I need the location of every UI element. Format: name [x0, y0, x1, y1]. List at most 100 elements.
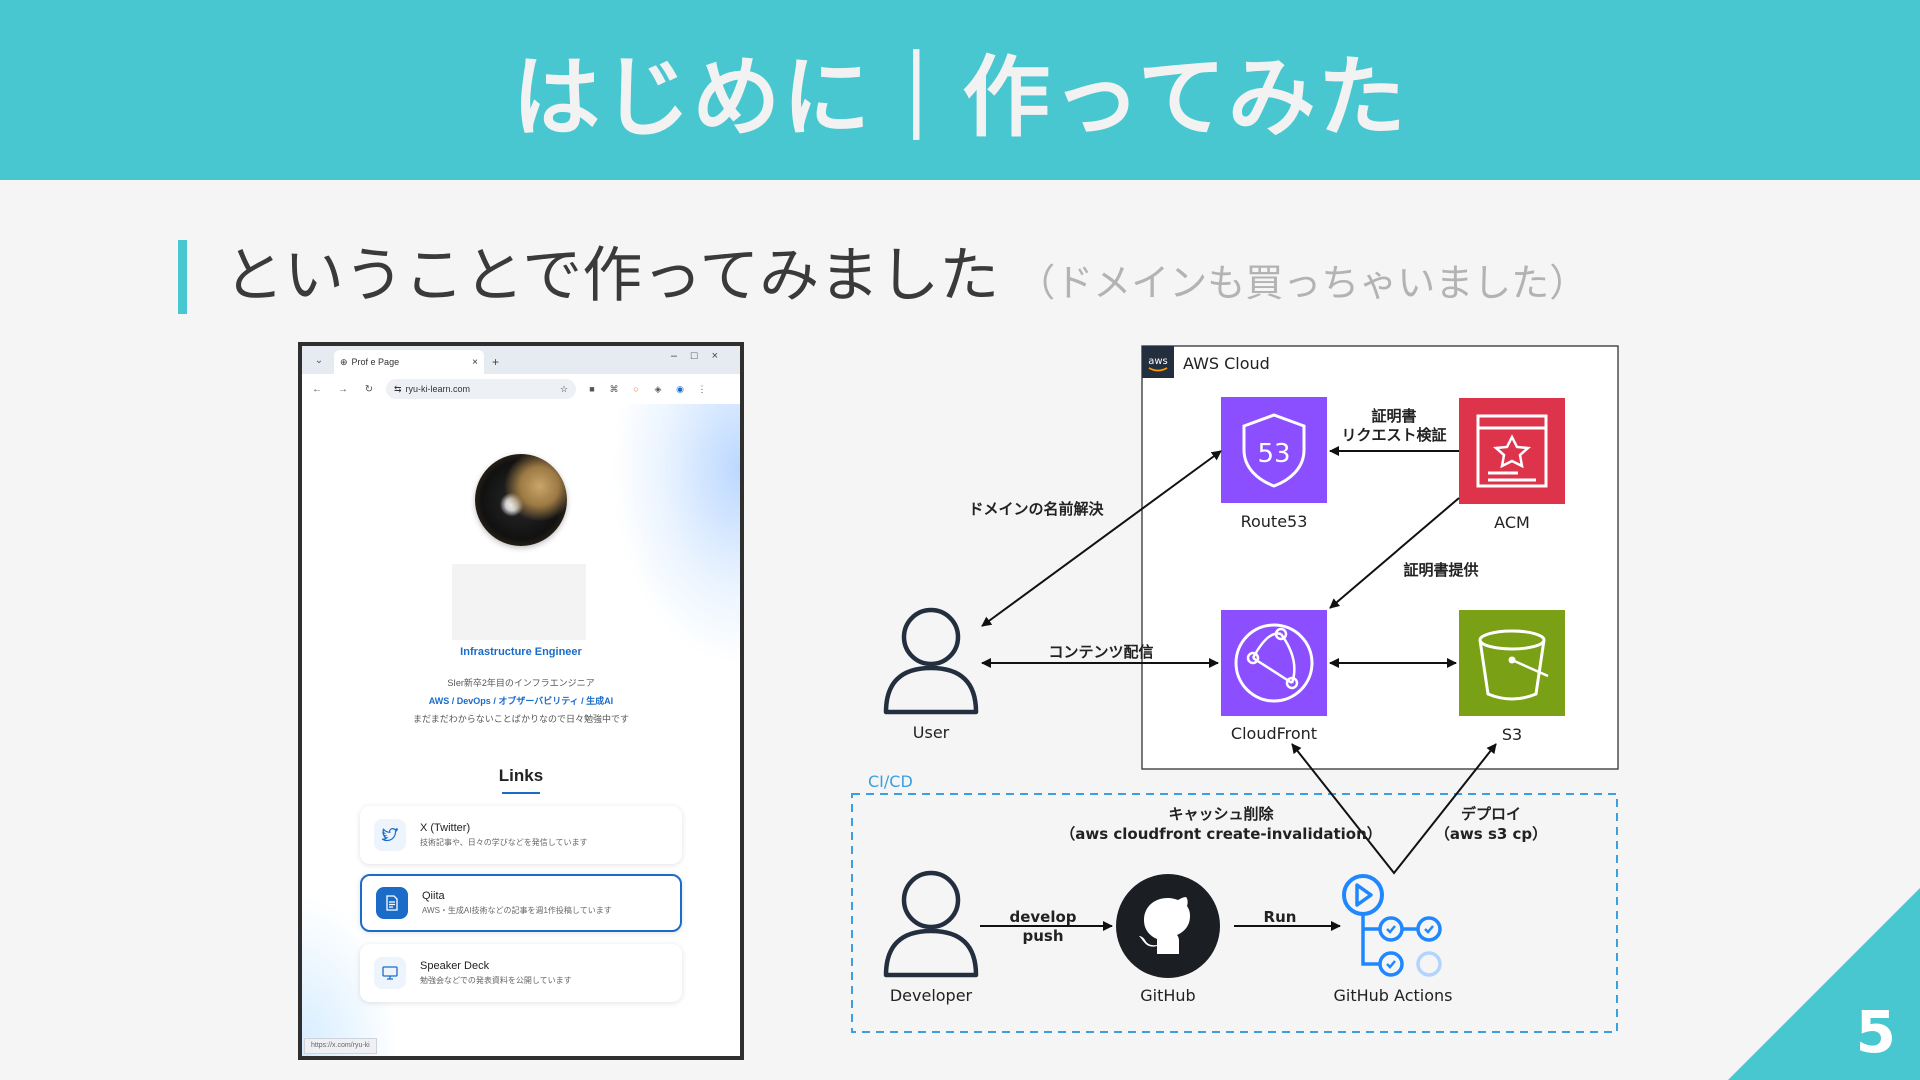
- edge-label: 証明書提供: [1403, 561, 1478, 579]
- back-icon[interactable]: ←: [312, 383, 322, 395]
- link-text: Speaker Deck 勉強会などでの発表資料を公開しています: [420, 960, 572, 986]
- reload-icon[interactable]: ↻: [364, 383, 374, 395]
- extension-icon[interactable]: ⌘: [609, 383, 619, 394]
- links-underline: [502, 792, 540, 794]
- edge-label: Run: [1264, 908, 1297, 926]
- github-actions-node: GitHub Actions: [1334, 874, 1453, 1005]
- user-icon: [901, 607, 961, 667]
- document-icon: [376, 887, 408, 919]
- browser-toolbar: ← → ↻ ⇆ ryu-ki-learn.com ☆ ■ ⌘ ○ ◈ ◉ ⋮: [302, 374, 740, 405]
- bio-line: SIer新卒2年目のインフラエンジニア: [447, 678, 595, 688]
- cicd-group: [851, 793, 1618, 1033]
- links-heading: Links: [498, 766, 544, 785]
- developer-label: Developer: [890, 986, 973, 1005]
- edge-label: push: [1022, 927, 1063, 945]
- route53-label: Route53: [1241, 512, 1308, 531]
- edge-label: リクエスト検証: [1341, 426, 1446, 444]
- github-actions-label: GitHub Actions: [1334, 986, 1453, 1005]
- bio-line: まだまだわからないことばかりなので日々勉強中です: [412, 714, 629, 724]
- browser-tab-strip: ⌄ ⊕ Prof e Page × + –□×: [302, 346, 740, 374]
- kebab-menu-icon[interactable]: ⋮: [697, 383, 707, 394]
- subtitle-note: （ドメインも買っちゃいました）: [1017, 261, 1588, 305]
- bookmark-star-icon[interactable]: ☆: [559, 383, 568, 394]
- address-bar[interactable]: ⇆ ryu-ki-learn.com ☆: [386, 379, 576, 399]
- edge-label: コンテンツ配信: [1048, 643, 1153, 661]
- globe-icon: ⊕: [340, 356, 348, 367]
- slide-title: はじめに｜作ってみた: [512, 45, 1408, 149]
- window-controls[interactable]: –□×: [670, 350, 732, 362]
- edge-label: 証明書: [1371, 407, 1416, 425]
- globe-icon: [1234, 623, 1314, 703]
- link-title: Qiita: [422, 890, 445, 902]
- edge-label: develop: [1009, 908, 1076, 926]
- cloudfront-label: CloudFront: [1231, 724, 1317, 743]
- github-label: GitHub: [1140, 986, 1195, 1005]
- aws-cloud-group: [1141, 345, 1619, 770]
- star-icon: [1492, 434, 1532, 469]
- page-number: 5: [1855, 998, 1896, 1066]
- forward-icon[interactable]: →: [338, 383, 348, 395]
- bio-line: AWS / DevOps / オブザーバビリティ / 生成AI: [428, 696, 614, 706]
- edge-label: ドメインの名前解決: [968, 500, 1104, 518]
- profile-icon[interactable]: ◉: [676, 383, 684, 394]
- browser-tab[interactable]: ⊕ Prof e Page ×: [334, 350, 484, 374]
- profile-page: Infrastructure Engineer SIer新卒2年目のインフラエン…: [302, 404, 740, 1056]
- new-tab-icon[interactable]: +: [492, 355, 500, 369]
- acm-label: ACM: [1494, 513, 1530, 532]
- link-text: Qiita AWS・生成AI技術などの記事を週1作投稿しています: [422, 890, 612, 916]
- developer-icon: [901, 870, 961, 930]
- link-card-qiita[interactable]: Qiita AWS・生成AI技術などの記事を週1作投稿しています: [360, 874, 682, 932]
- route53-badge: 53: [1257, 439, 1290, 469]
- url-text: ryu-ki-learn.com: [405, 384, 471, 394]
- site-info-icon[interactable]: ⇆: [394, 383, 402, 394]
- subtitle-main: ということで作ってみました: [224, 241, 1000, 311]
- tab-menu-icon[interactable]: ⌄: [314, 354, 324, 366]
- puzzle-icon[interactable]: ◈: [654, 383, 662, 394]
- cicd-label: CI/CD: [868, 772, 913, 791]
- tab-title: Prof e Page: [351, 357, 400, 367]
- aws-logo-icon: [1142, 346, 1174, 378]
- subtitle-accent-bar: [178, 240, 187, 314]
- link-description: AWS・生成AI技術などの記事を週1作投稿しています: [422, 906, 612, 915]
- browser-screenshot: ⌄ ⊕ Prof e Page × + –□× ← → ↻ ⇆ ryu-ki-l…: [298, 342, 744, 1060]
- monitor-icon: [374, 957, 406, 989]
- page-corner-triangle: [1728, 888, 1920, 1080]
- edge-label: デプロイ: [1461, 805, 1521, 823]
- acm-node: ACM: [1459, 398, 1565, 532]
- github-octocat-icon: [1116, 874, 1220, 978]
- s3-label: S3: [1502, 725, 1522, 744]
- cloudfront-node: CloudFront: [1221, 610, 1327, 743]
- aws-logo-text: aws: [1148, 356, 1168, 367]
- aws-smile: [1148, 367, 1168, 372]
- developer-node: Developer: [883, 870, 979, 1005]
- close-tab-icon[interactable]: ×: [472, 356, 478, 368]
- link-title: Speaker Deck: [420, 960, 490, 972]
- s3-node: S3: [1459, 610, 1565, 744]
- extension-icon[interactable]: ■: [589, 384, 595, 394]
- avatar: [475, 454, 567, 546]
- user-label: User: [913, 723, 950, 742]
- link-description: 技術記事や、日々の学びなどを発信しています: [420, 838, 588, 847]
- extension-icon[interactable]: ○: [633, 384, 639, 394]
- link-card-x[interactable]: X (Twitter) 技術記事や、日々の学びなどを発信しています: [360, 806, 682, 864]
- edge-label: キャッシュ削除: [1168, 805, 1274, 823]
- link-title: X (Twitter): [420, 822, 471, 834]
- link-description: 勉強会などでの発表資料を公開しています: [420, 976, 572, 985]
- github-actions-icon: [1342, 874, 1384, 916]
- user-node: User: [883, 607, 979, 742]
- edge-user-route53: [981, 450, 1222, 627]
- subtitle: ということで作ってみました （ドメインも買っちゃいました）: [178, 238, 1587, 314]
- aws-cloud-label: AWS Cloud: [1183, 354, 1270, 373]
- shield-icon: [1242, 413, 1306, 488]
- edge-acm-cloudfront: [1329, 497, 1460, 609]
- edge-label: （aws s3 cp）: [1435, 825, 1547, 843]
- route53-node: 53 Route53: [1221, 397, 1327, 531]
- bucket-icon: [1478, 629, 1546, 651]
- certificate-icon: [1476, 414, 1548, 488]
- link-card-speakerdeck[interactable]: Speaker Deck 勉強会などでの発表資料を公開しています: [360, 944, 682, 1002]
- twitter-bird-icon: [374, 819, 406, 851]
- edge-label: （aws cloudfront create-invalidation）: [1060, 825, 1382, 843]
- edge-actions-deploy: [1291, 743, 1497, 875]
- profile-role: Infrastructure Engineer: [460, 646, 582, 658]
- name-placeholder: [452, 564, 586, 640]
